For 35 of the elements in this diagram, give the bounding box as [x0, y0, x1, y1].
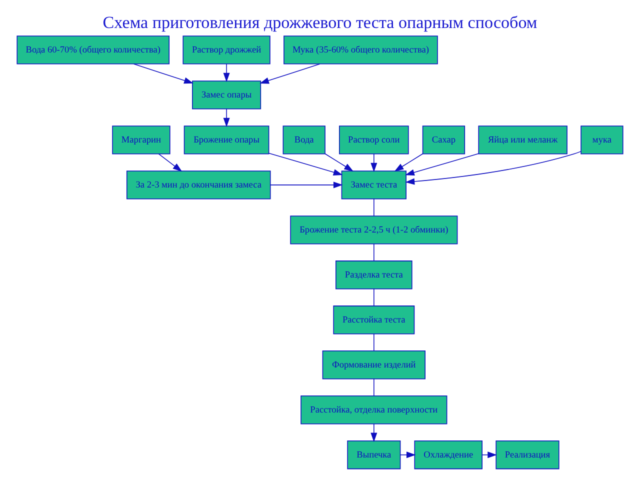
arrow [133, 64, 194, 84]
arrow [158, 154, 182, 172]
node-box: Брожение теста 2-2,5 ч (1-2 обминки) [290, 216, 458, 244]
diagram-title: Схема приготовления дрожжевого теста опарным способом [102, 12, 538, 32]
arrow [370, 424, 378, 442]
node-box: Замес опары [192, 80, 262, 110]
node-box: Мука (35-60% общего количества) [284, 36, 438, 64]
node-box: Сахар [422, 126, 466, 154]
arrow [324, 153, 354, 172]
node-box: Расстойка, отделка поверхности [300, 396, 448, 424]
arrow [370, 154, 378, 172]
node-box: Охлаждение [414, 440, 482, 470]
node-box: Выпечка [347, 440, 401, 470]
arrow [394, 153, 424, 172]
arrow [260, 64, 320, 84]
node-box: Расстойка теста [333, 306, 415, 334]
node-box: Вода [282, 126, 326, 154]
arrow [405, 153, 479, 176]
node-box: Маргарин [112, 126, 170, 154]
node-box: Яйца или меланж [478, 126, 568, 154]
arrow [270, 182, 343, 188]
node-box: Реализация [496, 440, 560, 470]
arrow [223, 108, 230, 128]
arrow [223, 64, 230, 82]
node-box: Вода 60-70% (общего количества) [16, 36, 170, 64]
node-box: За 2-3 мин до окончания замеса [126, 170, 271, 200]
arrow [268, 152, 343, 176]
node-box: Брожение опары [184, 126, 270, 154]
node-box: Формование изделий [322, 350, 426, 380]
node-box: Раствор дрожжей [182, 36, 270, 64]
node-box: мука [580, 126, 624, 154]
arrow [405, 151, 582, 185]
node-box: Замес теста [341, 170, 406, 200]
node-box: Раствор соли [339, 126, 409, 154]
node-box: Разделка теста [336, 260, 412, 290]
